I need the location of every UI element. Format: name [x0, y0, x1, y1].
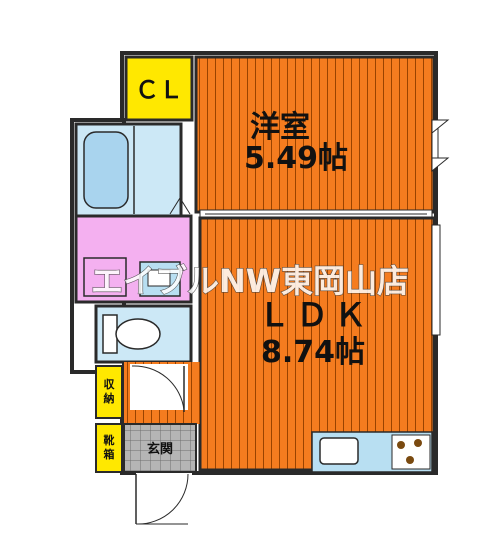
- window-2-sash: [431, 157, 450, 173]
- ldk-size: 8.74帖: [261, 335, 365, 370]
- shoe-box: [95, 423, 123, 473]
- entrance: [123, 423, 197, 473]
- bath-door: [169, 197, 191, 215]
- closet-label: ＣＬ: [135, 76, 183, 104]
- burner-1: [397, 441, 405, 449]
- entrance-label: 玄関: [147, 441, 173, 457]
- ldk-room: [198, 216, 436, 472]
- vanity-basin: [147, 269, 171, 287]
- stove: [391, 434, 431, 470]
- ldk-window: [431, 224, 441, 336]
- hall-door-arc-2: [131, 365, 185, 411]
- western-room: [194, 55, 436, 214]
- western-room-name: 洋室: [250, 110, 310, 145]
- window-1-sash: [431, 119, 450, 135]
- toilet-tank: [102, 314, 118, 354]
- burner-2: [414, 439, 422, 447]
- ldk-name: ＬＤＫ: [258, 296, 372, 334]
- western-room-size: 5.49帖: [244, 141, 348, 176]
- toilet-bowl: [115, 318, 161, 350]
- closet: [124, 55, 194, 122]
- entry-door-arc: [135, 473, 189, 525]
- storage: [95, 365, 123, 419]
- entry-door-area: [136, 473, 192, 527]
- hall-door-white: [130, 364, 188, 410]
- burner-3: [406, 456, 414, 464]
- bathtub: [83, 131, 129, 209]
- storage-label-1: 収納: [104, 378, 116, 405]
- watermark: エイブルNW東岡山店: [91, 262, 409, 300]
- washing-machine-area: [83, 257, 127, 297]
- kitchen-sink: [319, 437, 359, 465]
- shoe-box-label: 靴箱: [104, 433, 115, 461]
